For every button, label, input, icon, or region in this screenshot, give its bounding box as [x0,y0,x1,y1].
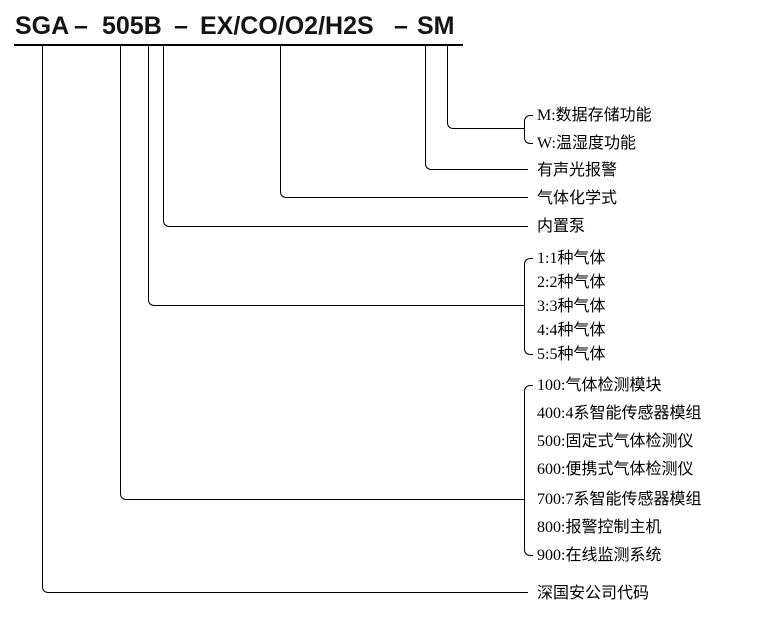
bracket-product-series [524,385,533,556]
label-gas-count-3: 3:3种气体 [537,298,606,315]
line-mw-options [447,46,524,129]
label-series-800: 800:报警控制主机 [537,519,662,536]
title-underline [14,44,463,46]
label-series-400: 400:4系智能传感器模组 [537,405,702,422]
label-series-500: 500:固定式气体检测仪 [537,433,694,450]
label-gas-formula: 气体化学式 [537,190,618,207]
label-gas-count-2: 2:2种气体 [537,274,606,291]
label-gas-count-4: 4:4种气体 [537,322,606,339]
label-w-temp-humidity: W:温湿度功能 [537,135,636,152]
model-segment-options: SM [417,12,455,40]
line-company-code [42,46,528,593]
model-separator-1: – [74,12,88,40]
model-segment-company: SGA [15,12,70,40]
model-separator-2: – [174,12,188,40]
label-m-storage: M:数据存储功能 [537,107,652,124]
label-gas-count-5: 5:5种气体 [537,346,606,363]
label-built-in-pump: 内置泵 [537,218,586,235]
label-series-700: 700:7系智能传感器模组 [537,491,702,508]
label-company-code: 深国安公司代码 [537,585,650,602]
line-gas-count [148,46,524,306]
label-gas-count-1: 1:1种气体 [537,250,606,267]
label-series-100: 100:气体检测模块 [537,377,662,394]
model-separator-3: – [394,12,408,40]
bracket-mw-options [524,115,533,144]
line-gas-formula [280,46,528,198]
label-sound-light-alarm: 有声光报警 [537,162,618,179]
bracket-gas-count [524,258,533,355]
line-built-in-pump [163,46,528,227]
label-series-900: 900:在线监测系统 [537,547,662,564]
line-product-series [120,46,524,500]
line-sound-light-alarm [425,46,528,170]
model-segment-series: 505B [102,12,162,40]
label-series-600: 600:便携式气体检测仪 [537,461,694,478]
model-segment-gases: EX/CO/O2/H2S [200,12,374,40]
